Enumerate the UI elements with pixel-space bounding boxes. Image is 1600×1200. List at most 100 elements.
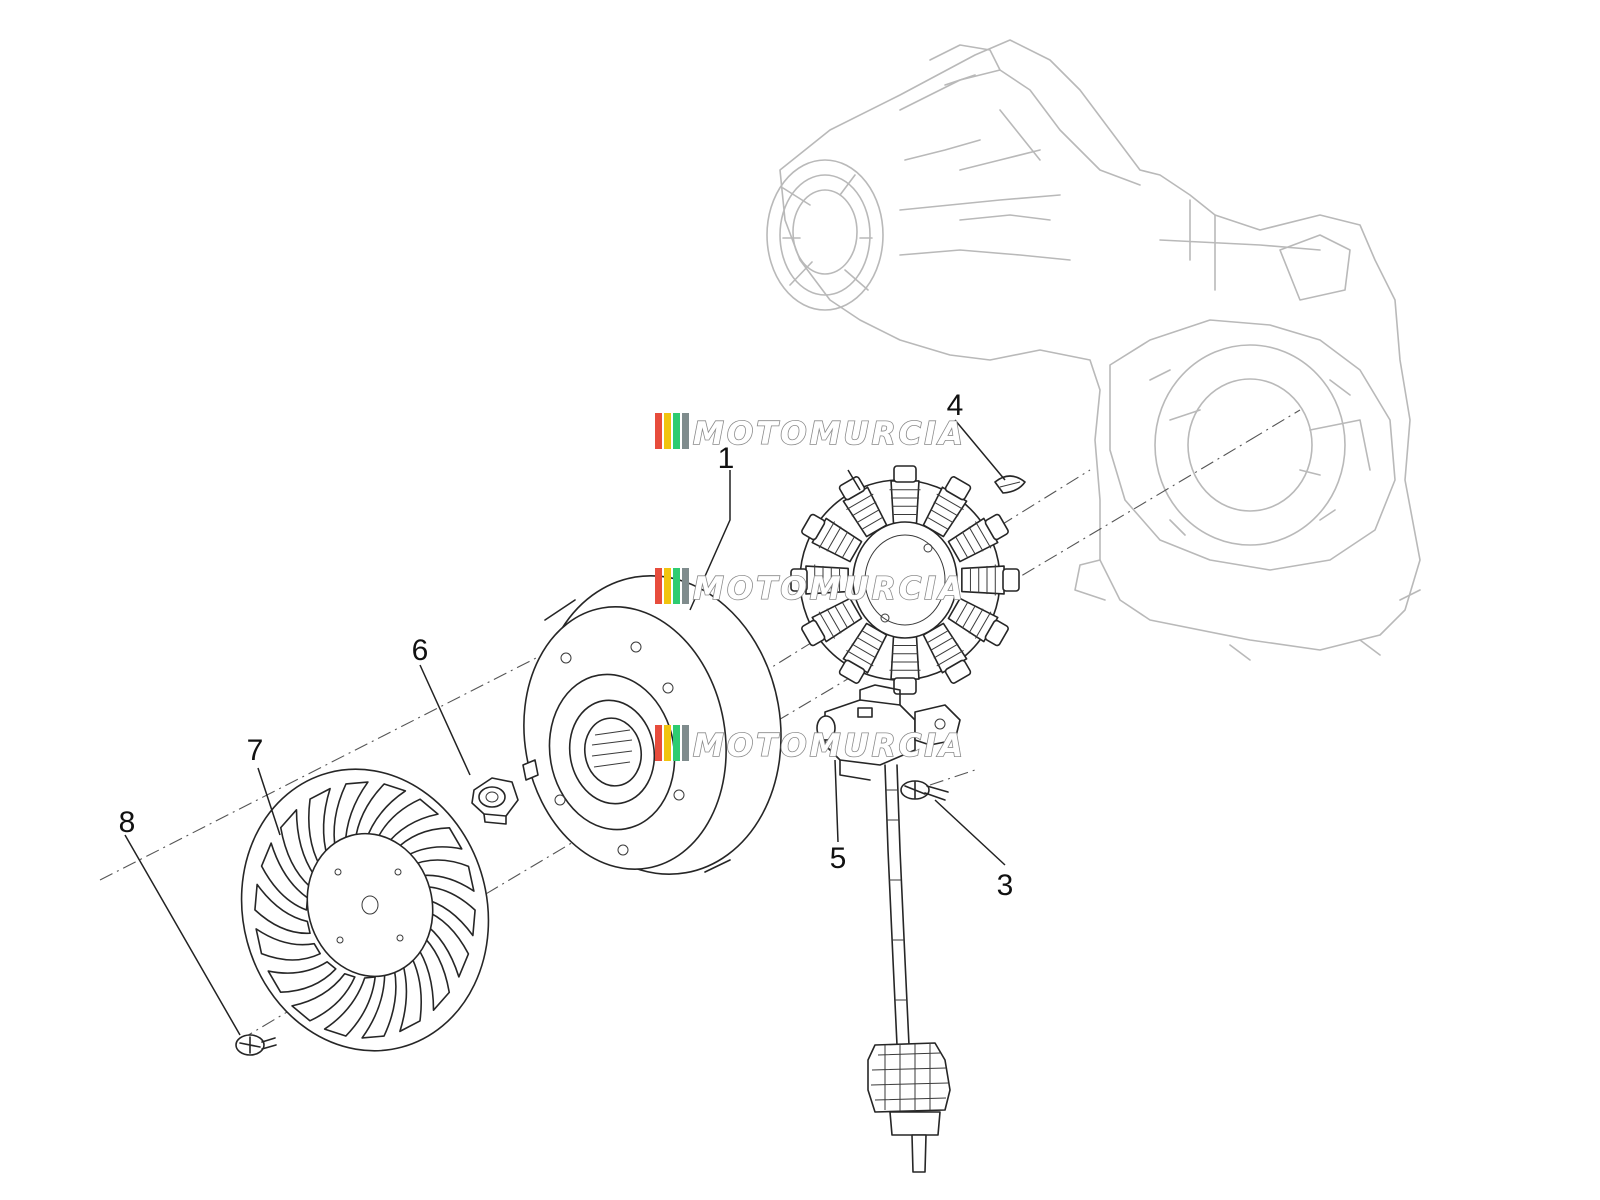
coil-winding [962, 605, 976, 629]
fan-blade [419, 885, 476, 937]
fan-blade [291, 972, 356, 1022]
fan-blade [421, 909, 470, 978]
coil-pole-cap [893, 465, 917, 483]
fan-blade [260, 842, 309, 911]
fan-blade [307, 787, 331, 868]
watermark-stripe [682, 568, 689, 604]
fan-blade [279, 809, 316, 888]
stator [790, 465, 1020, 695]
watermark-text: MOTOMURCIA [693, 416, 966, 452]
coil-winding [975, 611, 992, 639]
stator-coil [947, 517, 999, 563]
coil-winding [818, 611, 835, 639]
stator-coil [961, 565, 1005, 595]
watermark-stripe [655, 413, 662, 449]
fan-blade [393, 827, 463, 859]
fan-blade [333, 781, 369, 852]
coil-pole-cap [984, 619, 1009, 647]
stator-coil [842, 622, 888, 674]
fan-screw [235, 1034, 277, 1056]
stator-coil [890, 480, 920, 524]
callout-5: 5 [830, 842, 847, 875]
coil-winding [933, 643, 959, 659]
callout-labels: 1 3 4 5 6 7 8 [119, 389, 1014, 902]
coil-pole-cap [801, 619, 826, 647]
coil-winding [933, 501, 959, 517]
watermark-3: MOTOMURCIA [655, 725, 966, 765]
stator-coil [947, 597, 999, 643]
watermark-stripe [664, 413, 671, 449]
watermark-stripe [673, 725, 680, 761]
fan-blade [399, 952, 423, 1033]
watermark-stripe [682, 413, 689, 449]
fan-blade [267, 961, 337, 993]
watermark-stripe [664, 725, 671, 761]
coil-winding [826, 526, 842, 552]
coil-winding [862, 630, 883, 643]
watermark-stripe [655, 725, 662, 761]
callout-7: 7 [247, 734, 264, 767]
watermark-text: MOTOMURCIA [693, 571, 966, 607]
fan-blade [414, 932, 451, 1011]
watermark-stripe [664, 568, 671, 604]
coil-pole-cap [790, 568, 808, 592]
flywheel-rotor [522, 575, 782, 875]
coil-pole-cap [1002, 568, 1020, 592]
coil-pole-cap [944, 659, 972, 684]
watermark-1: MOTOMURCIA [655, 413, 966, 453]
callout-4: 4 [947, 389, 964, 422]
coil-pole-cap [838, 659, 866, 684]
flywheel-nut [471, 777, 519, 825]
coil-winding [927, 517, 948, 530]
coil-winding [851, 501, 877, 517]
fan-blades [254, 781, 476, 1039]
harness-connector [867, 1042, 951, 1173]
stator-screw [900, 780, 949, 801]
watermark-stripe [655, 568, 662, 604]
callout-3: 3 [997, 869, 1014, 902]
watermark-stripe [682, 725, 689, 761]
fan-blade [361, 968, 397, 1039]
callout-8: 8 [119, 806, 136, 839]
fan-blade [408, 859, 475, 892]
stator-coil [811, 597, 863, 643]
coil-winding [834, 531, 848, 555]
coil-pole-cap [838, 476, 866, 501]
coil-winding [846, 493, 874, 510]
stator-coil [890, 636, 920, 680]
watermark-stripe [673, 568, 680, 604]
fan-blade [354, 783, 407, 844]
coil-winding [936, 493, 964, 510]
crankcase-housing [766, 39, 1421, 661]
leader-lines [124, 419, 1006, 1036]
coil-winding [851, 643, 877, 659]
callout-1: 1 [718, 442, 735, 475]
stator-coil [811, 517, 863, 563]
coil-winding [846, 650, 874, 667]
fan-blade [323, 976, 376, 1037]
pickup-sensor [816, 684, 961, 781]
fan-blade [255, 928, 322, 961]
woodruff-key [994, 475, 1026, 494]
coil-winding [955, 537, 968, 558]
fan-blade [254, 883, 311, 935]
wiring-harness [884, 764, 910, 1046]
callout-6: 6 [412, 634, 429, 667]
watermark-text: MOTOMURCIA [693, 728, 966, 764]
coil-winding [936, 650, 964, 667]
coil-winding [862, 517, 883, 530]
coil-winding [826, 608, 842, 634]
coil-winding [842, 537, 855, 558]
coil-pole-cap [893, 677, 917, 695]
cooling-fan [240, 768, 490, 1052]
watermark-2: MOTOMURCIA [655, 568, 966, 608]
stator-coil [922, 486, 968, 538]
coil-pole-cap [984, 513, 1009, 541]
stator-coil [805, 565, 849, 595]
coil-winding [842, 602, 855, 623]
coil-winding [968, 608, 984, 634]
coil-winding [968, 526, 984, 552]
coil-winding [975, 521, 992, 549]
watermark-stripe [673, 413, 680, 449]
